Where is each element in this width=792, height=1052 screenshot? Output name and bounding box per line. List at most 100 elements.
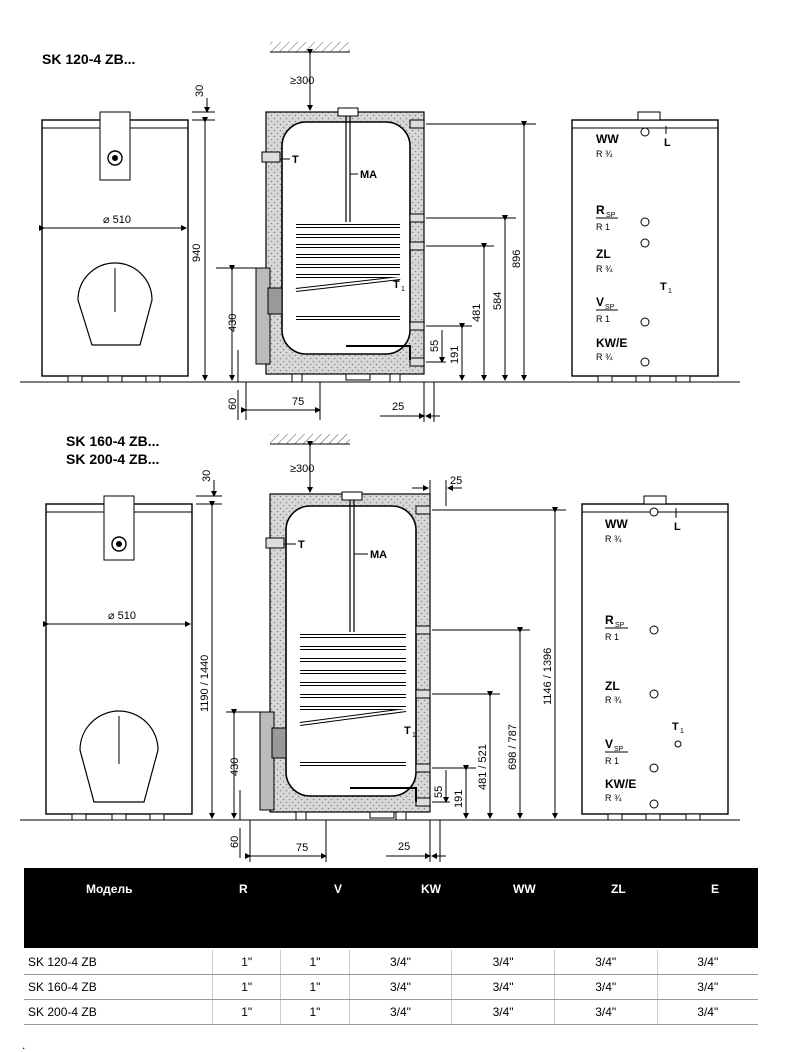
table-cell: 3/4" [656, 950, 758, 975]
table-cell: 1" [280, 950, 350, 975]
side2-r-name: R [605, 613, 614, 627]
side-t1-sub: 1 [668, 288, 672, 295]
header-ww: WW [513, 882, 536, 896]
side-ww-name: WW [596, 132, 619, 146]
dim-584: 584 [492, 292, 504, 310]
side2-v-size: R 1 [605, 756, 619, 766]
dim-60: 60 [227, 398, 239, 410]
side2-v-sub: SP [614, 746, 624, 753]
dim2-430: 430 [229, 758, 241, 776]
spec-table-header: Модель R V KW WW ZL E [24, 868, 758, 948]
front-diameter-label: ⌀ 510 [103, 214, 131, 226]
clearance-label: ≥300 [290, 75, 314, 87]
side2-r-sub: SP [615, 622, 625, 629]
dim-481: 481 [471, 304, 483, 322]
front2-height: 1190 / 1440 [199, 655, 211, 712]
dim-430: 430 [227, 314, 239, 332]
footnote-dot: . [22, 1038, 26, 1052]
dim-55: 55 [429, 340, 441, 352]
side2-t1: T [672, 721, 679, 733]
side-ww-size: R ¾ [596, 149, 613, 159]
table-cell: 1" [211, 999, 281, 1025]
side2-v-name: V [605, 737, 613, 751]
side-t1: T [660, 281, 667, 293]
table-row: SK 200-4 ZB 1" 1" 3/4" 3/4" 3/4" 3/4" [24, 999, 758, 1025]
dim2-55: 55 [433, 786, 445, 798]
side-r-size: R 1 [596, 222, 610, 232]
front-top-offset: 30 [194, 85, 206, 97]
front-view-sk120: ⌀ 510 30 940 [39, 85, 215, 383]
section-view-sk160: ≥300 T MA T 1 430 60 75 [226, 434, 566, 862]
front2-diameter-label: ⌀ 510 [108, 610, 136, 622]
side-v-size: R 1 [596, 314, 610, 324]
side-r-name: R [596, 203, 605, 217]
table-cell: 3/4" [348, 999, 452, 1025]
dim-75: 75 [292, 396, 304, 408]
sensor2-t1-label: T [404, 725, 411, 737]
dim2-698: 698 / 787 [507, 724, 519, 770]
spec-table: SK 120-4 ZB 1" 1" 3/4" 3/4" 3/4" 3/4" SK… [24, 950, 758, 1025]
sensor-t1-sub: 1 [401, 286, 405, 293]
anode-ma-label: MA [360, 169, 377, 181]
side-zl-name: ZL [596, 247, 611, 261]
table-cell: 3/4" [348, 950, 452, 975]
table-cell: 1" [211, 950, 281, 975]
side2-ww-name: WW [605, 517, 628, 531]
title-sk200: SK 200-4 ZB... [66, 451, 160, 467]
title-sk120: SK 120-4 ZB... [42, 51, 136, 67]
side2-vent-l: L [674, 521, 681, 533]
table-cell: 3/4" [553, 950, 658, 975]
dim2-75: 75 [296, 842, 308, 854]
clearance2-label: ≥300 [290, 463, 314, 475]
side-view-sk160: WW R ¾ L R SP R 1 ZL R ¾ T 1 V SP R 1 KW… [581, 495, 729, 821]
sensor-t-label: T [292, 154, 299, 166]
header-zl: ZL [611, 882, 626, 896]
sensor-t1-label: T [393, 279, 400, 291]
table-cell: SK 120-4 ZB [24, 950, 213, 975]
dim2-25-top: 25 [450, 475, 462, 487]
side2-t1-sub: 1 [680, 728, 684, 735]
table-cell: SK 160-4 ZB [24, 974, 213, 1000]
side2-zl-size: R ¾ [605, 695, 622, 705]
dim-191: 191 [449, 346, 461, 364]
table-cell: SK 200-4 ZB [24, 999, 213, 1025]
table-cell: 3/4" [553, 999, 658, 1025]
front2-top-offset: 30 [201, 470, 213, 482]
table-cell: 3/4" [451, 974, 555, 1000]
dim2-25: 25 [398, 841, 410, 853]
dim-896: 896 [511, 250, 523, 268]
table-row: SK 120-4 ZB 1" 1" 3/4" 3/4" 3/4" 3/4" [24, 950, 758, 975]
header-model: Модель [86, 882, 133, 896]
table-row: SK 160-4 ZB 1" 1" 3/4" 3/4" 3/4" 3/4" [24, 974, 758, 1000]
side2-r-size: R 1 [605, 632, 619, 642]
front-view-sk160: ⌀ 510 30 1190 / 1440 [43, 470, 222, 821]
side-zl-size: R ¾ [596, 264, 613, 274]
side-r-sub: SP [606, 212, 616, 219]
side-kw-name: KW/E [596, 336, 627, 350]
header-v: V [334, 882, 343, 896]
header-r: R [239, 882, 248, 896]
dim-25: 25 [392, 401, 404, 413]
header-kw: KW [421, 882, 441, 896]
side-vent-l: L [664, 137, 671, 149]
side2-ww-size: R ¾ [605, 534, 622, 544]
header-e: E [711, 882, 720, 896]
table-cell: 1" [280, 974, 350, 1000]
table-cell: 3/4" [348, 974, 452, 1000]
section-view-sk120: ≥300 T MA T 1 430 60 75 [216, 42, 536, 422]
side-v-name: V [596, 295, 604, 309]
side-v-sub: SP [605, 304, 615, 311]
title-sk160: SK 160-4 ZB... [66, 433, 160, 449]
dim2-191: 191 [453, 790, 465, 808]
table-cell: 3/4" [656, 999, 758, 1025]
table-cell: 3/4" [451, 950, 555, 975]
sensor2-t-label: T [298, 539, 305, 551]
side2-kw-name: KW/E [605, 777, 636, 791]
side2-zl-name: ZL [605, 679, 620, 693]
table-cell: 1" [211, 974, 281, 1000]
dim2-481: 481 / 521 [477, 744, 489, 790]
sensor2-t1-sub: 1 [412, 732, 416, 739]
side-kw-size: R ¾ [596, 352, 613, 362]
table-cell: 1" [280, 999, 350, 1025]
table-cell: 3/4" [656, 974, 758, 1000]
